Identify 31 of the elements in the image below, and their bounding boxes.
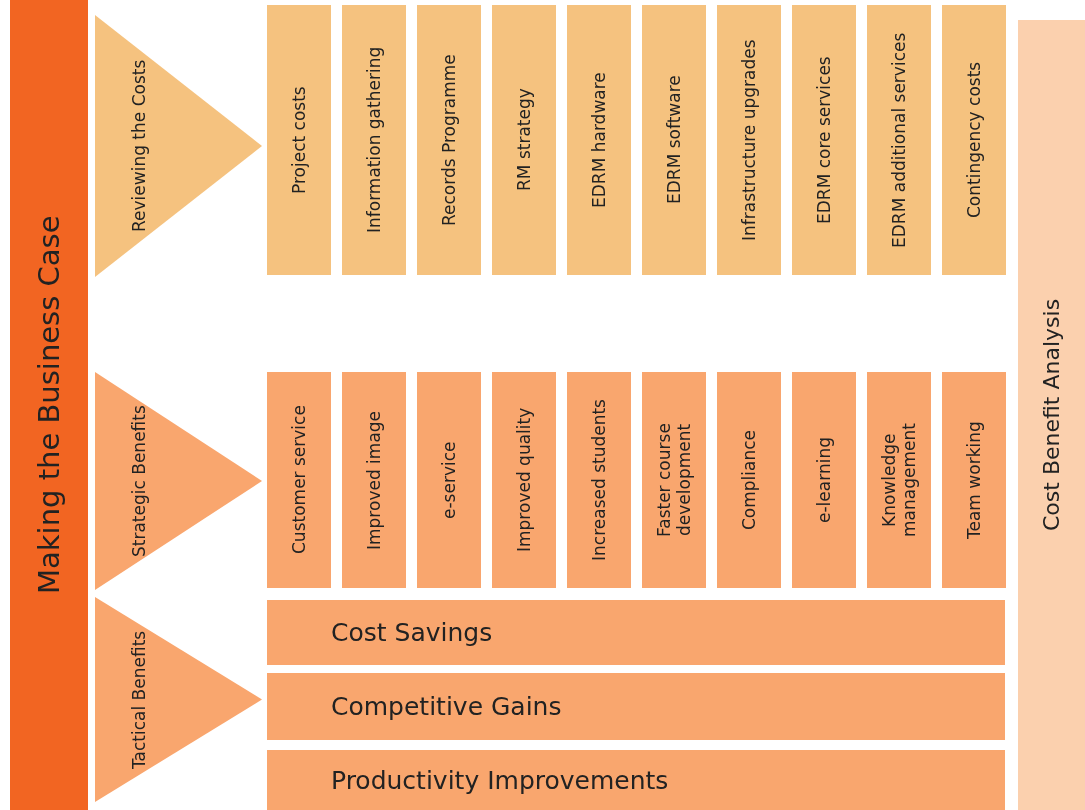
section-heading: Strategic Benefits — [127, 404, 150, 559]
benefit-bar: Competitive Gains — [267, 673, 1005, 740]
benefit-item-card: Compliance — [717, 372, 781, 588]
benefit-bar: Productivity Improvements — [267, 750, 1005, 810]
chevron-triangle — [95, 15, 262, 277]
cost-item-card: Records Programme — [417, 5, 481, 275]
cost-item-card: RM strategy — [492, 5, 556, 275]
benefit-item-card: e-learning — [792, 372, 856, 588]
benefit-item-card: Faster course development — [642, 372, 706, 588]
section-heading: Reviewing the Costs — [127, 58, 150, 235]
benefit-item-card: e-service — [417, 372, 481, 588]
cost-item-card: Project costs — [267, 5, 331, 275]
cost-item-card: EDRM hardware — [567, 5, 631, 275]
benefit-item-card: Team working — [942, 372, 1006, 588]
benefit-item-card: Knowledge management — [867, 372, 931, 588]
cost-item-card: EDRM software — [642, 5, 706, 275]
side-panel: Cost Benefit Analysis — [1018, 20, 1085, 810]
benefit-item-card: Increased students — [567, 372, 631, 588]
cost-item-card: Information gathering — [342, 5, 406, 275]
benefit-bar: Cost Savings — [267, 600, 1005, 665]
benefit-item-card: Customer service — [267, 372, 331, 588]
chevron-triangle — [95, 597, 262, 802]
cost-item-card: EDRM additional services — [867, 5, 931, 275]
cost-item-card: Contingency costs — [942, 5, 1006, 275]
cost-item-card: Infrastructure upgrades — [717, 5, 781, 275]
chevron-triangle — [95, 372, 262, 590]
cost-item-card: EDRM core services — [792, 5, 856, 275]
benefit-item-card: Improved quality — [492, 372, 556, 588]
side-title-bar: Making the Business Case — [10, 0, 88, 810]
section-heading: Tactical Benefits — [127, 629, 150, 771]
benefit-item-card: Improved image — [342, 372, 406, 588]
